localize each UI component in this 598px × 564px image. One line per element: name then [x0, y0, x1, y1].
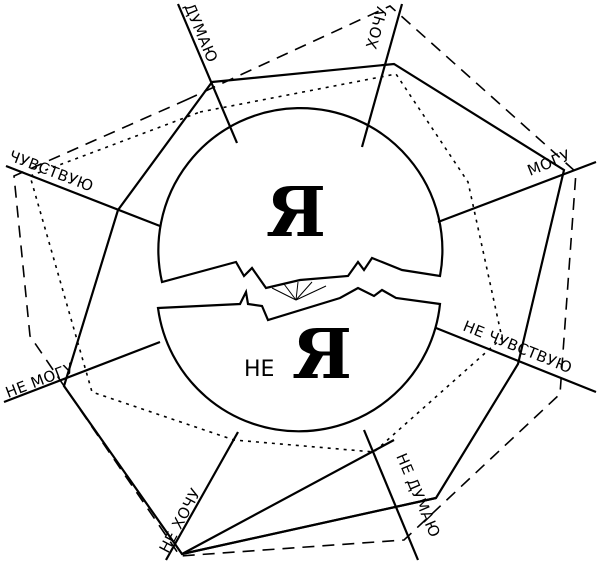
chord-1 — [181, 439, 395, 555]
axis-can — [437, 160, 597, 224]
axis-not-want — [165, 431, 239, 561]
axis-want — [360, 3, 404, 148]
lower-half-circle — [156, 286, 442, 433]
dashed-profile — [13, 5, 577, 557]
crack-fan-detail — [271, 281, 327, 301]
dotted-profile — [29, 73, 503, 453]
not-self-letter: Я — [292, 315, 352, 395]
upper-half-circle — [157, 107, 444, 290]
axis-think — [176, 3, 239, 144]
label-think: ДУМАЮ — [180, 1, 221, 66]
label-want: ХОЧУ — [363, 4, 392, 51]
not-prefix: НЕ — [244, 357, 274, 382]
chord-2 — [181, 496, 437, 556]
radial-axes — [3, 3, 597, 561]
axis-not-feel — [435, 326, 597, 394]
solid-profile — [62, 62, 566, 556]
self-letter: Я — [266, 173, 326, 253]
label-not-feel: НЕ ЧУВСТВУЮ — [461, 317, 575, 377]
axis-cannot — [3, 340, 161, 404]
inner-chords — [181, 439, 437, 556]
